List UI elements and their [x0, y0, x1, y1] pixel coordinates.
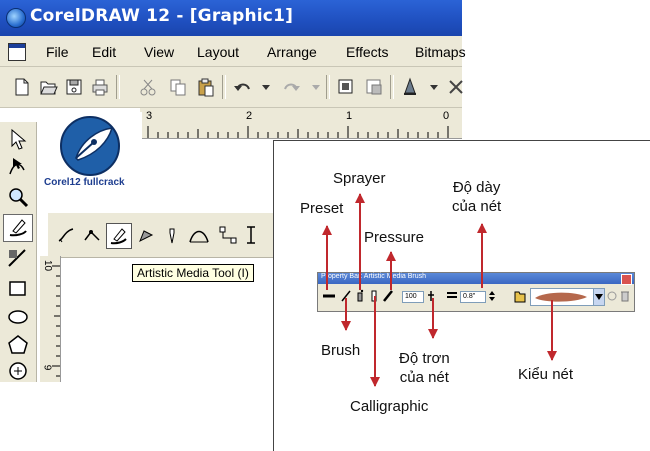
menu-layout[interactable]: Layout	[197, 44, 240, 60]
label-smoothing-line1: Độ trơn	[399, 350, 450, 367]
copy-icon[interactable]	[168, 77, 188, 97]
pick-tool-icon[interactable]	[5, 126, 31, 152]
toolbar-separator	[222, 75, 226, 99]
menu-view[interactable]: View	[144, 44, 175, 60]
logo-caption: Corel12 fullcrack	[44, 177, 125, 188]
menu-bitmaps[interactable]: Bitmaps	[415, 44, 466, 60]
horizontal-ruler: 3 2 1 0	[140, 108, 462, 139]
interactive-connector-tool-icon[interactable]	[218, 225, 238, 245]
toolbar-separator	[326, 75, 330, 99]
smart-fill-tool-icon[interactable]	[5, 246, 31, 272]
print-icon[interactable]	[90, 77, 110, 97]
menu-bar: File Edit View Layout Arrange Effects Bi…	[0, 36, 466, 67]
property-bar-artistic-media: Property Bar: Artistic Media Brush 100 0…	[317, 272, 635, 312]
chevron-down-icon[interactable]	[262, 83, 270, 91]
save-artistic-media-icon[interactable]	[606, 289, 618, 303]
property-bar-title-text: Property Bar: Artistic Media Brush	[321, 273, 427, 280]
brush-icon[interactable]	[340, 289, 352, 303]
label-sprayer: Sprayer	[333, 170, 386, 187]
dimension-tool-icon[interactable]	[244, 225, 258, 245]
application-launcher-icon[interactable]	[400, 77, 420, 97]
coreldraw-app-icon	[6, 8, 26, 28]
basic-shapes-tool-icon[interactable]	[5, 358, 31, 384]
chevron-down-icon[interactable]	[430, 83, 438, 91]
undo-icon[interactable]	[232, 77, 252, 97]
chevron-down-icon[interactable]	[312, 83, 320, 91]
artistic-media-tool-icon[interactable]	[3, 214, 33, 242]
stroke-list-select[interactable]	[530, 288, 594, 306]
property-bar-title: Property Bar: Artistic Media Brush	[318, 273, 634, 284]
label-preset: Preset	[300, 200, 344, 217]
freehand-tool-icon[interactable]	[56, 225, 76, 245]
sprayer-icon[interactable]	[354, 289, 366, 303]
redo-icon[interactable]	[282, 77, 302, 97]
pen-tool-icon[interactable]	[136, 225, 156, 245]
vertical-ruler-number: 10	[42, 259, 54, 272]
pressure-icon[interactable]	[382, 289, 394, 303]
toolbar-separator	[390, 75, 394, 99]
label-stroke-width-line2: của nét	[452, 198, 502, 215]
rectangle-tool-icon[interactable]	[5, 276, 31, 302]
ellipse-tool-icon[interactable]	[5, 304, 31, 330]
vertical-ruler: 10 9	[40, 256, 61, 382]
window-title: CorelDRAW 12 - [Graphic1]	[30, 6, 294, 26]
calligraphic-icon[interactable]	[368, 289, 380, 303]
label-calligraphic: Calligraphic	[350, 398, 429, 415]
toolbox	[0, 122, 37, 382]
preset-icon[interactable]	[322, 290, 336, 302]
standard-toolbar	[0, 67, 463, 108]
export-icon[interactable]	[364, 77, 384, 97]
import-icon[interactable]	[336, 77, 356, 97]
paste-icon[interactable]	[196, 77, 216, 97]
delete-icon[interactable]	[620, 289, 630, 303]
menu-edit[interactable]: Edit	[92, 44, 117, 60]
stroke-width-icon	[447, 292, 457, 298]
vertical-ruler-ticks	[52, 265, 60, 377]
smoothing-slider-icon[interactable]	[426, 290, 436, 302]
ruler-number: 1	[346, 110, 353, 122]
bezier-tool-icon[interactable]	[82, 225, 102, 245]
ruler-number: 3	[146, 110, 153, 122]
label-pressure: Pressure	[364, 229, 425, 246]
close-icon[interactable]	[621, 274, 632, 285]
stroke-width-field[interactable]: 0.8"	[460, 291, 486, 303]
ruler-number: 0	[443, 110, 450, 122]
ruler-number: 2	[246, 110, 253, 122]
menu-arrange[interactable]: Arrange	[267, 44, 317, 60]
tool-tooltip: Artistic Media Tool (I)	[132, 264, 254, 282]
ruler-ticks	[147, 126, 449, 138]
stroke-width-spinner-icon[interactable]	[488, 289, 496, 303]
label-smoothing-line2: của nét	[399, 369, 449, 386]
logo-panel	[40, 112, 142, 192]
save-icon[interactable]	[64, 77, 84, 97]
curve-flyout-toolbar	[48, 213, 284, 258]
corel-online-icon[interactable]	[446, 77, 466, 97]
new-document-icon[interactable]	[12, 77, 32, 97]
corel-balloon-logo-icon	[60, 116, 120, 176]
title-bar: CorelDRAW 12 - [Graphic1]	[0, 0, 462, 36]
document-icon[interactable]	[8, 43, 26, 61]
label-stroke-width: Độ dày của nét	[452, 178, 501, 216]
browse-icon[interactable]	[514, 289, 526, 303]
shape-tool-icon[interactable]	[5, 154, 31, 180]
artistic-media-tool-icon[interactable]	[106, 223, 132, 249]
chevron-down-icon	[595, 294, 603, 300]
label-stroke-type: Kiểu nét	[518, 366, 574, 383]
smoothing-field[interactable]: 100	[402, 291, 424, 303]
toolbar-separator	[116, 75, 120, 99]
label-brush: Brush	[321, 342, 361, 359]
menu-file[interactable]: File	[46, 44, 69, 60]
polygon-tool-icon[interactable]	[5, 332, 31, 358]
vertical-ruler-number: 9	[41, 364, 53, 371]
polyline-tool-icon[interactable]	[162, 225, 182, 245]
cut-icon[interactable]	[138, 77, 158, 97]
3-point-curve-tool-icon[interactable]	[188, 225, 210, 245]
stroke-list-dropdown[interactable]	[593, 288, 605, 306]
brush-stroke-preview-icon	[535, 292, 587, 302]
open-icon[interactable]	[38, 77, 58, 97]
label-stroke-width-line1: Độ dày	[452, 179, 501, 196]
menu-effects[interactable]: Effects	[346, 44, 389, 60]
zoom-tool-icon[interactable]	[5, 184, 31, 210]
label-smoothing: Độ trơn của nét	[399, 349, 450, 387]
